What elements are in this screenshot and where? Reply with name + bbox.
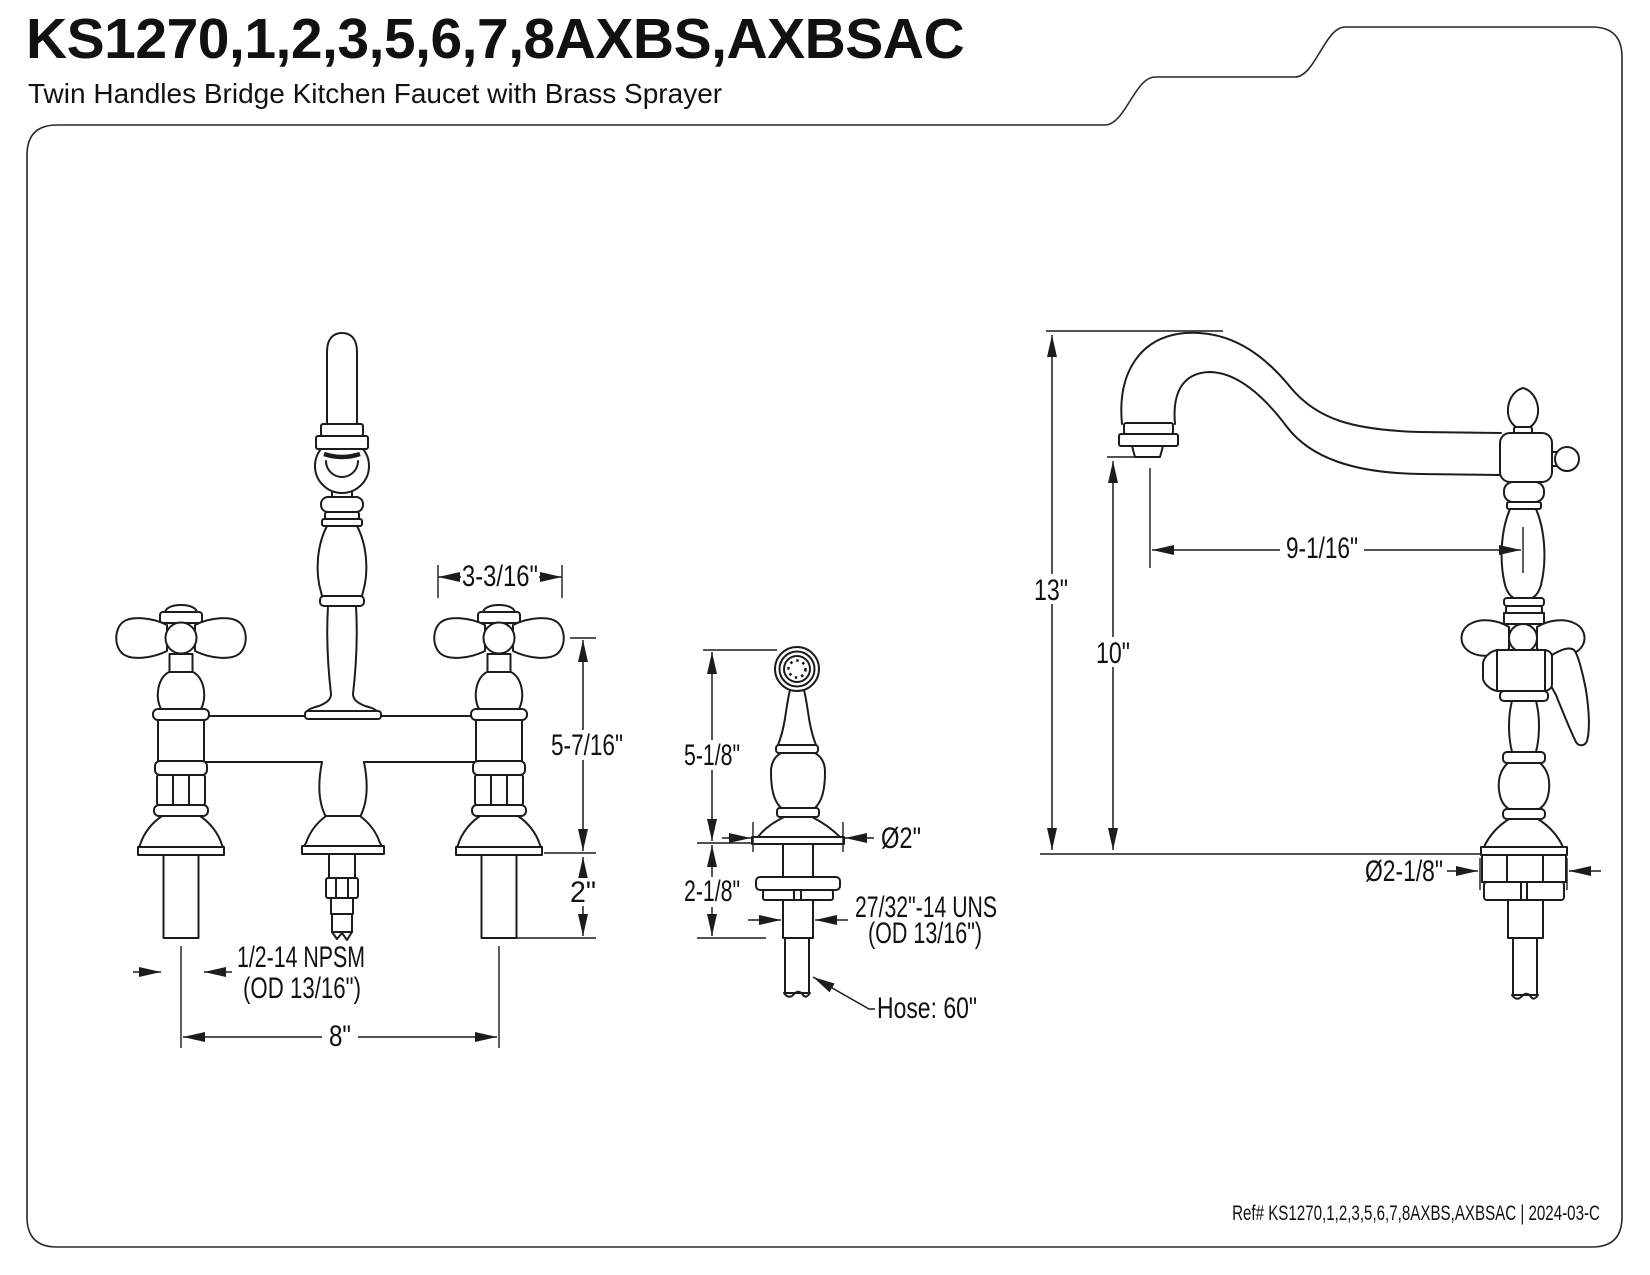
- sprayer-view-drawing: [682, 646, 875, 1010]
- front-left-handle-assembly: [115, 604, 247, 939]
- dim-label-sprayer-height: 5-1/8": [684, 739, 740, 772]
- spout-curve: [1120, 331, 1502, 434]
- sprayer-thread-spec-line2: (OD 13/16"): [868, 917, 982, 950]
- page-subtitle: Twin Handles Bridge Kitchen Faucet with …: [28, 78, 723, 109]
- front-thread-spec-line2: (OD 13/16"): [243, 972, 361, 1005]
- page-title: KS1270,1,2,3,5,6,7,8AXBS,AXBSAC: [26, 7, 965, 71]
- dim-label-spout-height: 10": [1096, 637, 1130, 670]
- dim-label-overall-height: 13": [1034, 574, 1068, 607]
- sprayer-view-dimensions: [682, 649, 875, 1010]
- dim-label-handle-width: 3-3/16": [462, 560, 538, 593]
- front-right-handle-assembly: [433, 604, 565, 939]
- dim-label-center-spacing: 8": [329, 1020, 351, 1053]
- dim-label-height-above-deck: 5-7/16": [551, 729, 623, 762]
- sprayer-thread-spec-line1: 27/32"-14 UNS: [855, 891, 997, 924]
- front-thread-spec-line1: 1/2-14 NPSM: [237, 941, 365, 974]
- dim-label-shank-length: 2": [570, 876, 596, 909]
- dim-label-sprayer-base-diameter: Ø2": [881, 822, 921, 855]
- reference-number: Ref# KS1270,1,2,3,5,6,7,8AXBS,AXBSAC | 2…: [1232, 1202, 1600, 1225]
- side-view-drawing: [1030, 330, 1601, 1000]
- sprayer-head: [774, 646, 820, 692]
- finial: [1506, 387, 1540, 430]
- dim-label-side-base-diameter: Ø2-1/8": [1365, 855, 1443, 888]
- sheet-border: [26, 26, 1623, 1248]
- dim-label-spout-reach: 9-1/16": [1286, 532, 1358, 565]
- side-sprayer: [1482, 647, 1590, 747]
- side-view-dimensions: [1030, 330, 1601, 890]
- front-view-dimensions: [133, 562, 626, 1051]
- hose-length-label: Hose: 60": [877, 992, 977, 1025]
- dim-label-sprayer-below-deck: 2-1/8": [684, 875, 740, 908]
- sprayer-hose: [784, 937, 810, 994]
- front-view-drawing: [115, 332, 626, 1051]
